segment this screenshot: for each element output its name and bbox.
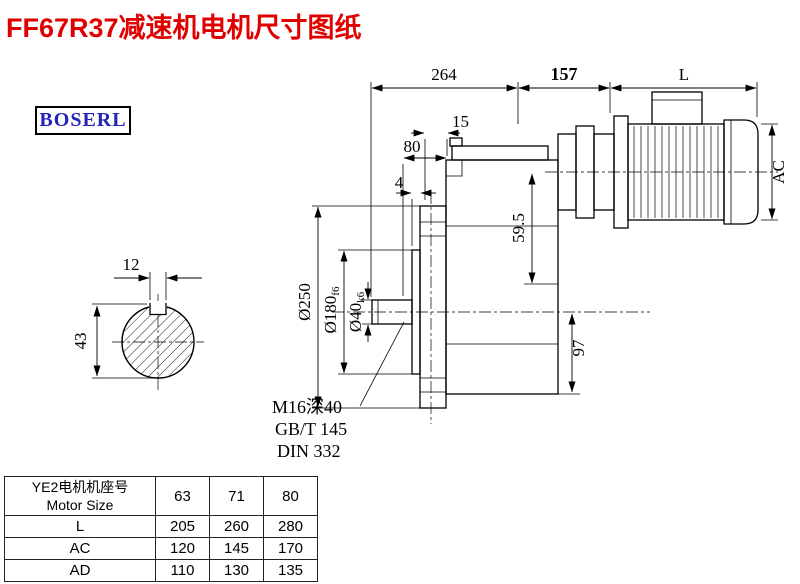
gearbox-top-cap <box>451 145 549 161</box>
row-label-AD: AD <box>4 559 156 582</box>
fan-cowl <box>723 119 759 225</box>
gearbox-side-view <box>332 91 778 424</box>
value-L-63: 205 <box>155 515 210 538</box>
table-header-en: Motor Size <box>46 497 114 513</box>
table-size-71: 71 <box>209 476 264 516</box>
dim-4-label: 4 <box>395 173 404 192</box>
table-header-motor-size: YE2电机机座号 Motor Size <box>4 476 156 516</box>
note-thread: M16深40 <box>272 397 342 417</box>
dim-shaft-43: 43 <box>71 303 156 379</box>
dim-40-extension-lines <box>362 299 372 325</box>
dim-spigot-dia-label: Ø180f6 <box>321 286 342 333</box>
keyway-notch-mask <box>149 301 167 314</box>
dim-L-label: L <box>679 65 689 84</box>
top-chain-extension-lines <box>370 82 758 297</box>
value-AC-80: 170 <box>263 537 318 560</box>
note-gbt-standard: GB/T 145 <box>275 419 347 439</box>
gearbox-body-details <box>446 160 558 345</box>
table-row-AD: AD 110 130 135 <box>4 559 318 582</box>
dim-15-label: 15 <box>452 112 469 131</box>
keyway-outline <box>149 303 167 316</box>
thread-note: M16深40 GB/T 145 DIN 332 <box>272 321 405 461</box>
terminal-box <box>651 91 703 125</box>
dim-180-extension-lines <box>338 249 412 375</box>
shaft-cross-section: 12 43 <box>71 255 204 390</box>
dim-157-label: 157 <box>551 64 578 84</box>
value-AD-63: 110 <box>155 559 210 582</box>
motor-size-table: YE2电机机座号 Motor Size 63 71 80 L 205 260 2… <box>4 476 318 582</box>
value-AC-63: 120 <box>155 537 210 560</box>
page-title: FF67R37减速机电机尺寸图纸 <box>6 13 362 43</box>
dim-250-extension-lines <box>312 205 420 409</box>
dim-43-label: 43 <box>71 333 90 350</box>
value-L-80: 280 <box>263 515 318 538</box>
note-din-standard: DIN 332 <box>277 441 341 461</box>
dim-shaft-dia-label: Ø40k6 <box>346 291 367 332</box>
dim-59-5-label: 59.5 <box>509 213 528 243</box>
dim-43-extension-lines <box>92 303 156 379</box>
table-row-AC: AC 120 145 170 <box>4 537 318 560</box>
row-label-L: L <box>4 515 156 538</box>
value-AD-71: 130 <box>209 559 264 582</box>
row-label-AC: AC <box>4 537 156 560</box>
gearbox-body <box>445 159 559 395</box>
motor-cooling-fins <box>633 126 719 218</box>
brand-logo-box: BOSERL <box>35 106 131 135</box>
dim-ac-extension-lines <box>761 123 778 221</box>
dim-80-label: 80 <box>404 137 421 156</box>
dim-12-extension-lines <box>149 272 167 300</box>
dim-15-extension-lines <box>424 139 448 200</box>
flange-bolt-slots <box>420 221 446 393</box>
brand-logo-text: BOSERL <box>39 109 127 131</box>
dim-ac-label: AC <box>769 160 788 184</box>
note-leader-line <box>359 321 405 407</box>
shaft-circle <box>121 305 195 379</box>
top-cap-bolt <box>449 137 463 147</box>
value-L-71: 260 <box>209 515 264 538</box>
dim-12-label: 12 <box>123 255 140 274</box>
dim-flange-dia-label: Ø250 <box>295 283 314 321</box>
table-header-cn: YE2电机机座号 <box>31 479 129 495</box>
dim-264-label: 264 <box>431 65 457 84</box>
value-AC-71: 145 <box>209 537 264 560</box>
table-size-63: 63 <box>155 476 210 516</box>
dim-97-label: 97 <box>569 339 588 357</box>
dim-keyway-12: 12 <box>114 255 202 300</box>
value-AD-80: 135 <box>263 559 318 582</box>
dimension-annotations: 264 157 L 15 80 4 Ø250 Ø180f6 Ø40k6 5 <box>295 64 788 409</box>
table-row-L: L 205 260 280 <box>4 515 318 538</box>
table-size-80: 80 <box>263 476 318 516</box>
table-header-row: YE2电机机座号 Motor Size 63 71 80 <box>4 476 318 516</box>
